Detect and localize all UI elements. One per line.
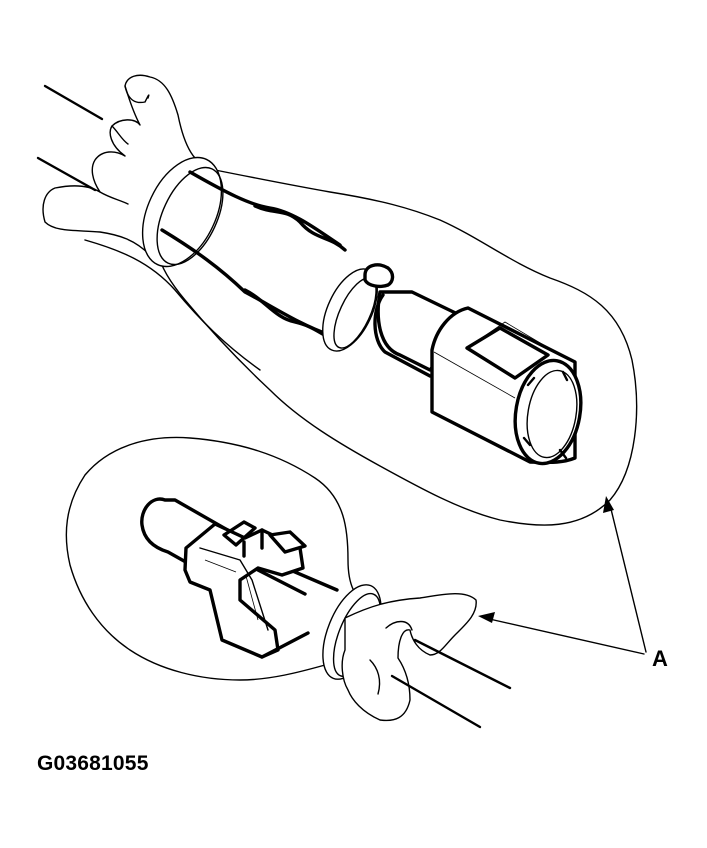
upper-boot-ruffle <box>42 74 196 256</box>
callout-a-leaders <box>478 496 647 655</box>
upper-boot-outline <box>157 167 638 526</box>
lower-boot-collar <box>322 584 477 722</box>
lower-boot-outline <box>65 436 369 681</box>
lower-wire-leads <box>390 638 512 729</box>
upper-wire-leads <box>36 84 347 340</box>
upper-boot-collar-ring <box>141 156 224 268</box>
upper-boot-lower-contour <box>84 239 261 371</box>
callout-label-a: A <box>652 646 668 671</box>
figure-id-label: G03681055 <box>37 752 149 775</box>
lower-connector-terminal <box>140 497 339 659</box>
upper-connector <box>322 263 583 466</box>
